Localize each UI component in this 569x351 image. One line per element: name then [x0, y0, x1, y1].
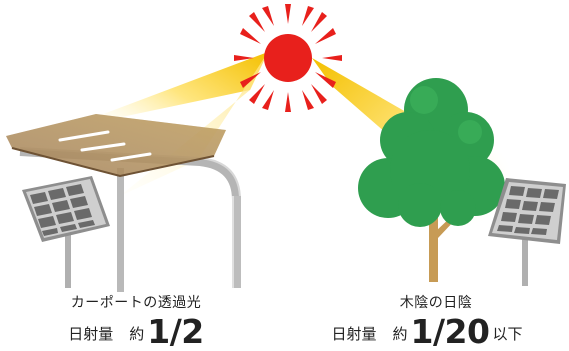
- left-value: 1/2: [147, 312, 204, 351]
- right-measure-label: 日射量: [331, 325, 377, 343]
- left-irradiance: 日射量約1/2: [36, 312, 236, 351]
- left-approx-label: 約: [129, 325, 145, 343]
- solar-panel-icon: [22, 176, 110, 288]
- right-approx-label: 約: [392, 325, 408, 343]
- solar-panel-icon-right: [488, 178, 566, 286]
- right-suffix: 以下: [492, 325, 523, 343]
- tree-icon: [358, 78, 505, 282]
- right-title: 木陰の日陰: [399, 295, 473, 311]
- left-measure-label: 日射量: [68, 325, 114, 343]
- right-value: 1/20: [410, 312, 490, 351]
- left-title: カーポートの透過光: [70, 295, 202, 311]
- sun-icon: [234, 4, 342, 112]
- sunlight-beam-left: [60, 52, 268, 196]
- carport-icon: [6, 114, 241, 292]
